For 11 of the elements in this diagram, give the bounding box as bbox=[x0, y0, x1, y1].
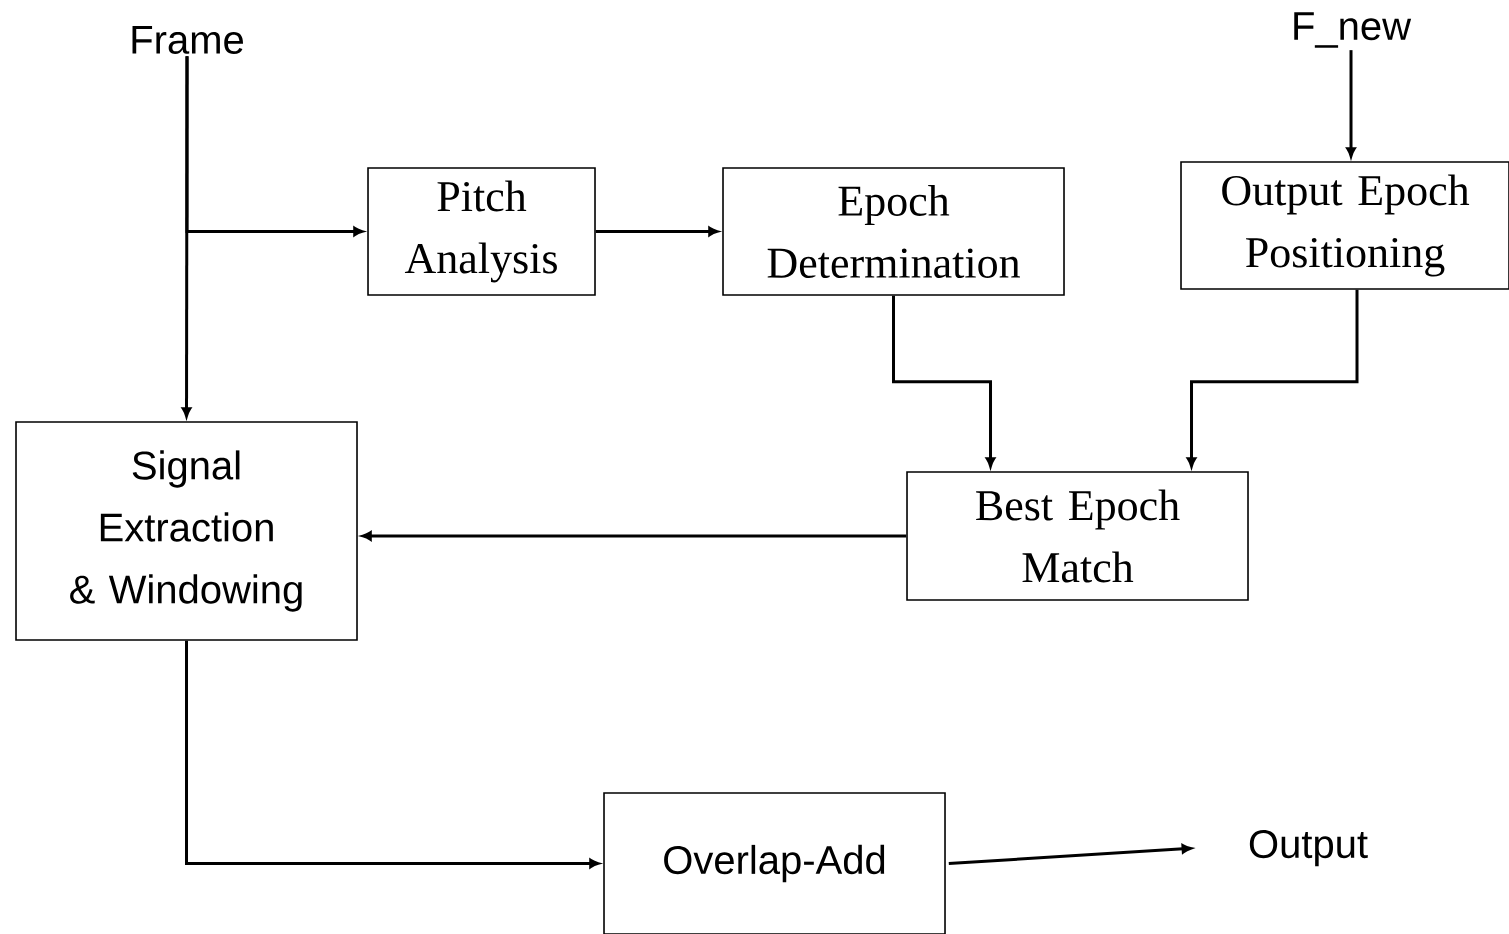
process-box: Output Epoch Positioning bbox=[1180, 161, 1509, 290]
process-box: Overlap-Add bbox=[603, 792, 946, 934]
input-label: Frame bbox=[132, 26, 243, 54]
input-label: F_new bbox=[1294, 12, 1412, 48]
arrow bbox=[1346, 50, 1356, 158]
process-box: Best Epoch Match bbox=[906, 471, 1249, 601]
output-label: Output bbox=[1249, 829, 1368, 867]
process-box: Pitch Analysis bbox=[367, 167, 596, 296]
process-box: Signal Extraction & Windowing bbox=[15, 421, 358, 641]
arrow bbox=[361, 531, 907, 541]
process-box: Epoch Determination bbox=[722, 167, 1065, 296]
